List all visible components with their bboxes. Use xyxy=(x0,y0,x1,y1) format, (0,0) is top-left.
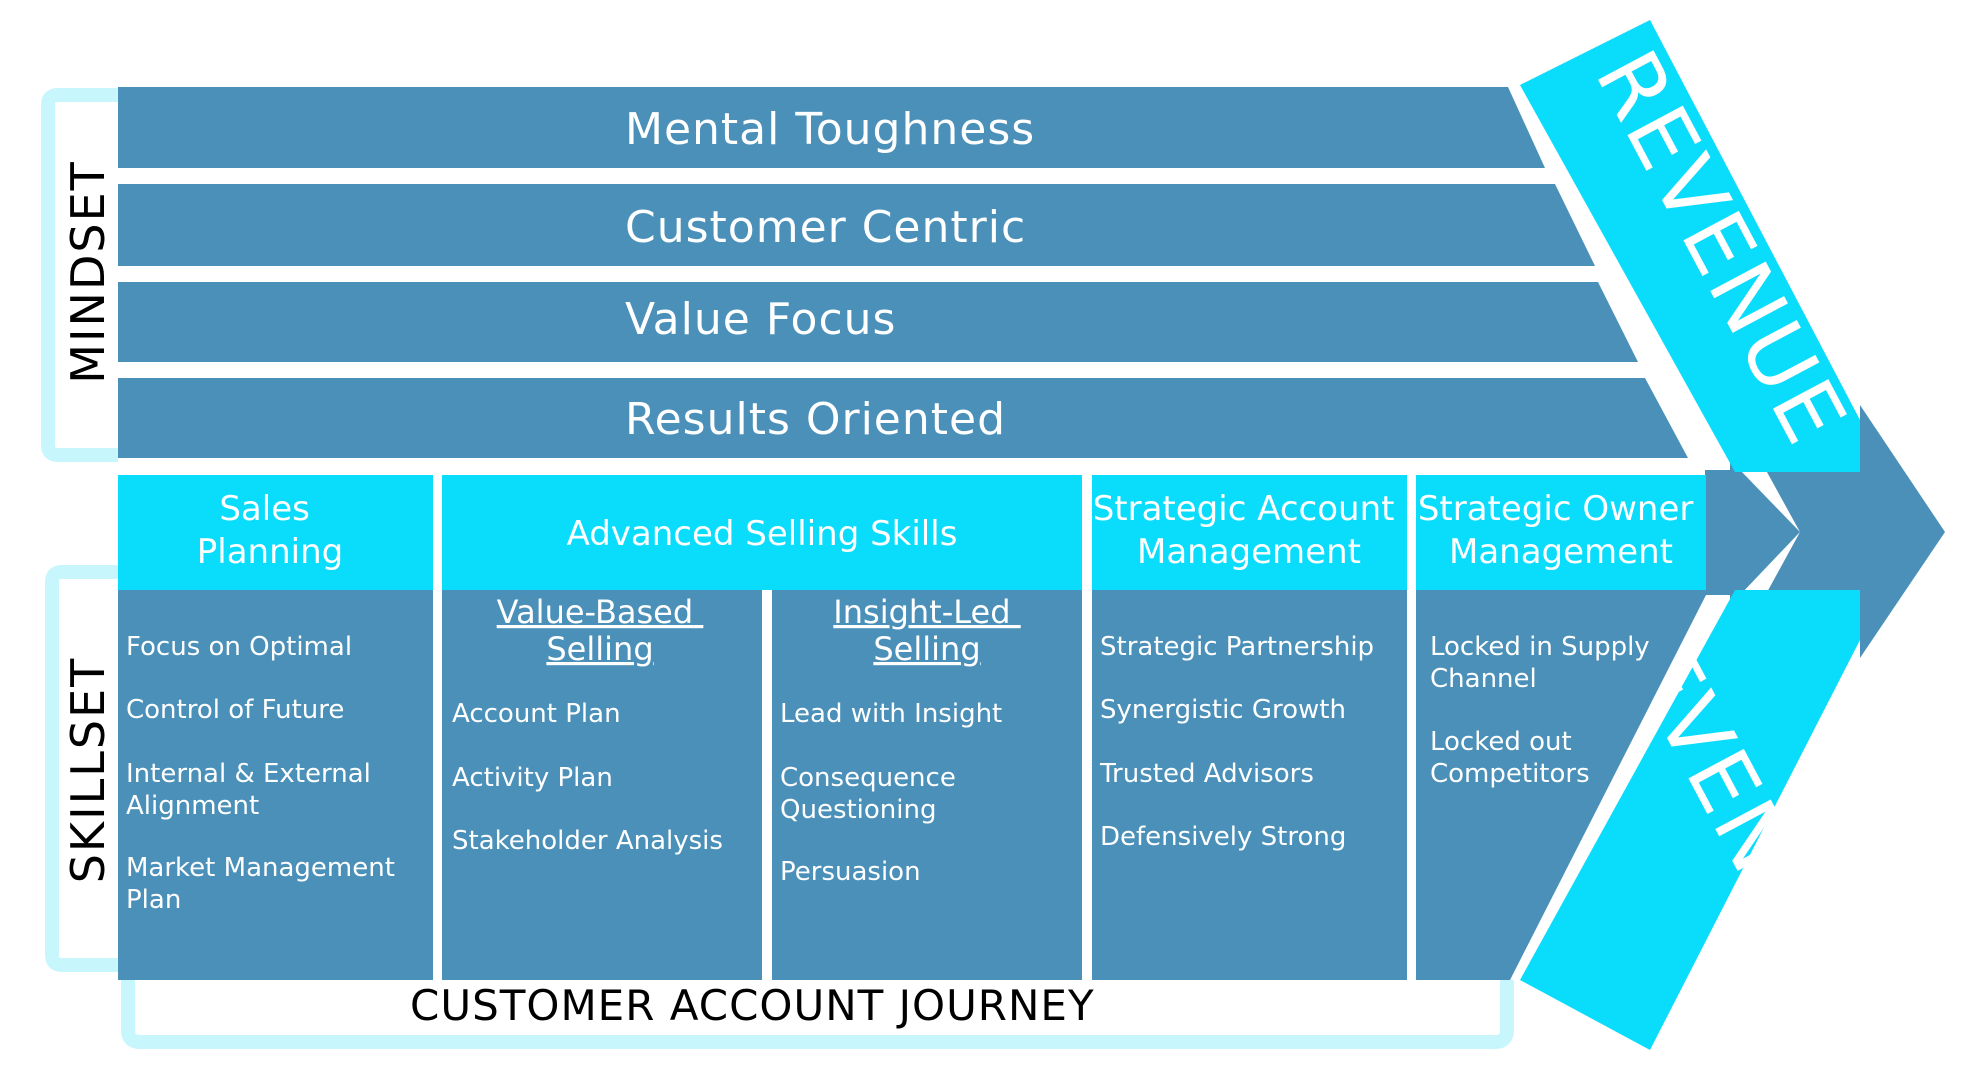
arrow-head xyxy=(1730,405,1945,660)
column-sales-planning xyxy=(118,475,433,980)
list-item: Consequence Questioning xyxy=(780,763,964,825)
column-header-sales-planning: Sales Planning xyxy=(197,489,343,572)
column-strategic-account-management xyxy=(1092,475,1407,980)
column-advanced-selling-skills xyxy=(442,475,1082,980)
band-results-oriented xyxy=(118,378,1688,458)
band-label: Results Oriented xyxy=(625,394,1006,445)
column-header-advanced-selling-skills: Advanced Selling Skills xyxy=(567,514,958,554)
list-item: Locked in Supply Channel xyxy=(1430,632,1658,694)
list-item: Internal & External Alignment xyxy=(126,759,379,821)
band-label: Mental Toughness xyxy=(625,104,1035,155)
list-item: Market Management Plan xyxy=(126,853,403,915)
list-item: Focus on Optimal xyxy=(126,632,352,662)
list-item: Strategic Partnership xyxy=(1100,632,1374,662)
list-item: Locked out Competitors xyxy=(1430,727,1590,789)
skillset-bracket xyxy=(45,565,118,972)
list-item: Defensively Strong xyxy=(1100,822,1346,852)
list-item: Trusted Advisors xyxy=(1099,759,1314,789)
subcolumn-title-value-based-selling: Value-Based Selling xyxy=(497,593,704,668)
column-header-strategic-account-management: Strategic Account Management xyxy=(1093,489,1406,572)
band-label: Customer Centric xyxy=(625,202,1026,253)
list-item: Stakeholder Analysis xyxy=(452,826,723,856)
revenue-ribbon-top xyxy=(1520,20,1860,472)
list-item: Account Plan xyxy=(452,699,621,729)
list-item: Persuasion xyxy=(780,857,921,887)
subcolumn-title-insight-led-selling: Insight-Led Selling xyxy=(833,593,1020,668)
column-strategic-owner-management xyxy=(1416,475,1706,980)
band-customer-centric xyxy=(118,184,1595,266)
column-header-strategic-owner-management: Strategic Owner Management xyxy=(1418,489,1704,572)
band-mental-toughness xyxy=(118,87,1545,168)
list-item: Synergistic Growth xyxy=(1100,695,1346,725)
journey-bracket xyxy=(121,980,1514,1049)
journey-label: CUSTOMER ACCOUNT JOURNEY xyxy=(410,981,1095,1030)
band-value-focus xyxy=(118,282,1638,362)
band-label: Value Focus xyxy=(625,294,896,345)
mindset-bracket xyxy=(41,88,118,462)
list-item: Control of Future xyxy=(126,695,344,725)
revenue-ribbon-bottom xyxy=(1520,590,1860,1050)
skillset-label: SKILLSET xyxy=(61,657,115,884)
list-item: Lead with Insight xyxy=(780,699,1002,729)
mindset-label: MINDSET xyxy=(61,160,115,383)
arrow-body xyxy=(1705,470,1800,595)
list-item: Activity Plan xyxy=(452,763,613,793)
